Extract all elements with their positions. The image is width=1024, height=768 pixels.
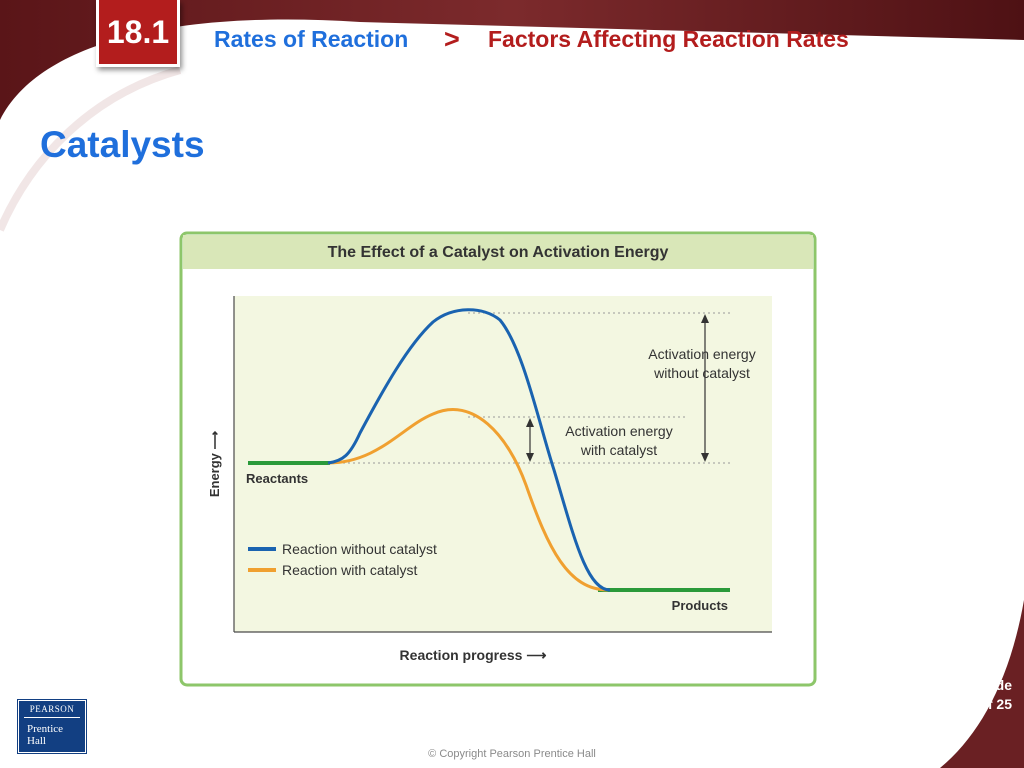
y-axis-label: Energy ⟶ [207, 430, 222, 497]
slide-counter-label: Slide [978, 677, 1012, 693]
slide-counter-value: 18 of 25 [959, 696, 1012, 712]
figure-legend: Reaction without catalyst Reaction with … [248, 541, 437, 578]
section-number-badge: 18.1 [96, 0, 180, 67]
breadcrumb-separator: > [444, 24, 460, 54]
figure-title-band [183, 235, 813, 269]
annotation-without-line2: without catalyst [653, 365, 750, 381]
activation-energy-figure: The Effect of a Catalyst on Activation E… [179, 231, 817, 687]
logo-divider [24, 717, 80, 718]
annotation-without-line1: Activation energy [648, 346, 755, 362]
breadcrumb-chapter: Rates of Reaction [214, 26, 409, 52]
annotation-with-line2: with catalyst [580, 442, 657, 458]
legend-label-with: Reaction with catalyst [282, 562, 418, 578]
arrow-with-catalyst [526, 418, 534, 462]
logo-bottom-text: Prentice Hall [27, 723, 64, 747]
products-label: Products [672, 598, 728, 613]
reactants-label: Reactants [246, 471, 308, 486]
slide-counter: Slide 18 of 25 [960, 676, 1012, 714]
copyright-notice: © Copyright Pearson Prentice Hall [428, 748, 596, 760]
x-axis-label: Reaction progress ⟶ [400, 647, 547, 663]
slide-title: Catalysts [40, 124, 205, 165]
arrow-without-catalyst [701, 314, 709, 462]
curve-without-catalyst [327, 308, 611, 592]
curve-with-catalyst [327, 408, 609, 592]
figure-title: The Effect of a Catalyst on Activation E… [328, 244, 669, 261]
legend-label-without: Reaction without catalyst [282, 541, 437, 557]
logo-top-text: PEARSON [29, 704, 75, 714]
publisher-logo: PEARSON Prentice Hall [18, 700, 86, 753]
reference-lines [328, 312, 730, 464]
breadcrumb-topic: Factors Affecting Reaction Rates [488, 26, 849, 52]
annotation-with-line1: Activation energy [565, 423, 672, 439]
